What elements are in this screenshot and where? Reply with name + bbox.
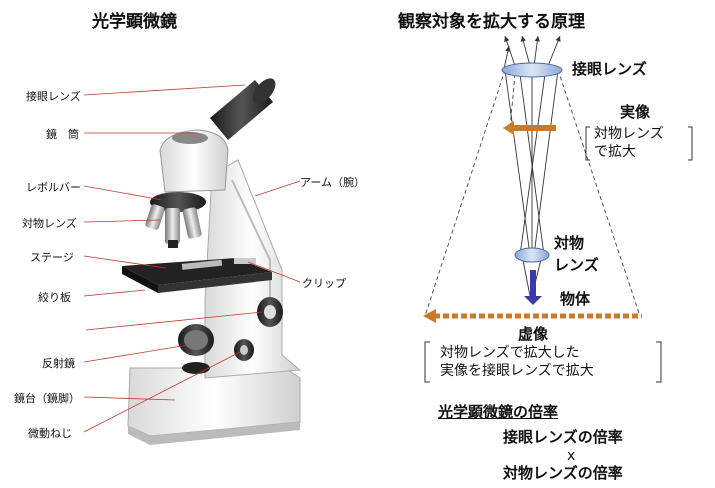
eyepiece-label: 接眼レンズ [572, 60, 647, 78]
virtual-image-label: 虚像 [518, 325, 549, 343]
virtual-image-arrow [423, 309, 642, 323]
real-image-arrow [503, 121, 556, 135]
virtual-note-line2: 実像を接眼レンズで拡大 [440, 363, 594, 379]
label-tube: 鏡 筒 [46, 128, 79, 141]
label-diaphragm: 絞り板 [38, 291, 71, 304]
magnification-line2: 対物レンズの倍率 [503, 464, 623, 482]
coarse-knob [257, 297, 283, 327]
left-title: 光学顕微鏡 [92, 12, 177, 32]
magnification-times: x [567, 448, 576, 464]
object-arrow [524, 270, 542, 305]
label-objective: 対物レンズ [22, 217, 77, 230]
leader-lines [83, 84, 301, 433]
object-label: 物体 [560, 290, 591, 308]
label-base: 鏡台（鏡脚） [14, 392, 80, 405]
real-note-line2: で拡大 [594, 144, 636, 160]
objective-label-line2: レンズ [554, 256, 599, 274]
eyepiece-lens [501, 62, 563, 78]
label-fine: 微動ねじ [28, 427, 72, 440]
virtual-note-line1: 対物レンズで拡大した [440, 345, 580, 361]
magnification-line1: 接眼レンズの倍率 [503, 428, 623, 446]
label-eyepiece: 接眼レンズ [26, 90, 81, 103]
real-note-line1: 対物レンズ [594, 126, 664, 142]
revolver [150, 192, 206, 212]
label-stage: ステージ [30, 251, 74, 264]
fine-knob [234, 339, 254, 361]
objective-label-line1: 対物 [554, 234, 585, 252]
label-arm: アーム（腕） [300, 176, 366, 189]
eyepiece-tube [210, 78, 276, 140]
label-revolver: レボルバー [26, 181, 81, 194]
objective-lenses [145, 204, 202, 248]
right-title: 観察対象を拡大する原理 [398, 12, 585, 32]
label-clip: クリップ [302, 277, 346, 290]
magnification-title: 光学顕微鏡の倍率 [438, 403, 559, 421]
microscope-head [159, 129, 229, 193]
mirror [178, 324, 214, 374]
stage [122, 258, 272, 293]
label-mirror: 反射鏡 [42, 357, 75, 370]
real-image-label: 実像 [620, 103, 651, 121]
objective-lens [514, 247, 550, 263]
